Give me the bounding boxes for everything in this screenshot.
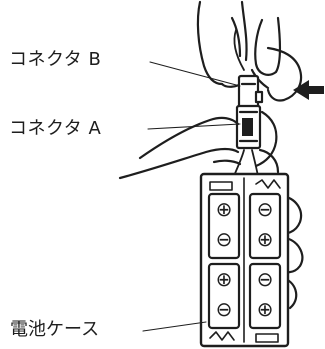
battery-case-label: 電池ケース — [10, 319, 100, 340]
push-arrow-icon — [293, 80, 324, 100]
leader-line-battery-case — [142, 321, 207, 332]
plus-symbol-icon: ⊕ — [216, 267, 233, 291]
upper-hand — [196, 0, 303, 102]
leader-line-connector-b — [149, 61, 241, 87]
plus-symbol-icon: ⊕ — [257, 227, 274, 251]
battery-case — [199, 172, 290, 348]
plus-symbol-icon: ⊕ — [257, 297, 274, 321]
connector-a-label: コネクタ A — [9, 118, 102, 139]
connector-a — [235, 104, 262, 150]
minus-symbol-icon: ⊖ — [216, 297, 233, 321]
leader-line-connector-a — [147, 123, 241, 130]
battery-polarity-symbols: ⊕ ⊖ ⊖ ⊕ ⊕ ⊖ ⊖ ⊕ — [216, 197, 274, 321]
leader-lines — [142, 61, 241, 332]
plus-symbol-icon: ⊕ — [216, 197, 233, 221]
minus-symbol-icon: ⊖ — [257, 267, 274, 291]
connector-b-label: コネクタ B — [9, 49, 102, 70]
minus-symbol-icon: ⊖ — [257, 197, 274, 221]
minus-symbol-icon: ⊖ — [216, 227, 233, 251]
